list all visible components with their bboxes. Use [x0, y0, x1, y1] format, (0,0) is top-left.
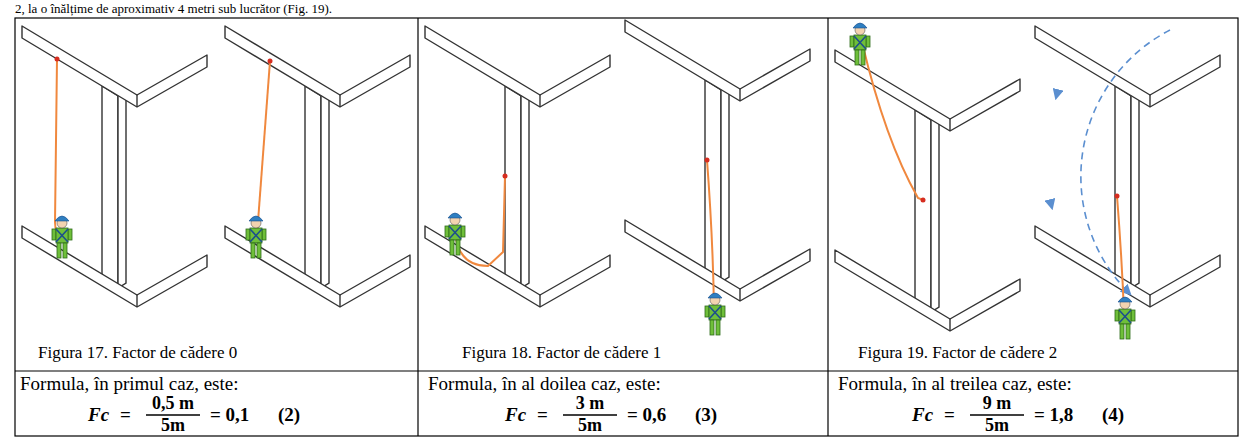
anchor-point: [268, 59, 273, 64]
anchor-point: [55, 57, 60, 62]
fall-arrow: [1056, 90, 1058, 98]
anchor-point: [705, 158, 710, 163]
building-corner: [22, 26, 207, 307]
fall-arrow: [1050, 200, 1052, 208]
body-text: 2, la o înălțime de aproximativ 4 metri …: [15, 1, 332, 16]
fraction-denominator: 5m: [578, 416, 602, 435]
formula-intro: Formula, în primul caz, este:: [20, 373, 238, 394]
rope: [55, 59, 62, 235]
building-corner: [225, 26, 410, 307]
anchor-point: [503, 174, 508, 179]
formula-result: = 1,8: [1034, 405, 1073, 425]
anchor-point: [921, 198, 926, 203]
fraction-numerator: 0,5 m: [152, 394, 194, 413]
formula-symbol: Fc: [88, 405, 109, 425]
rope: [455, 176, 505, 266]
worker-figure: [705, 293, 725, 335]
formula-intro: Formula, în al treilea caz, este:: [838, 373, 1072, 394]
building-corner: [425, 26, 610, 307]
equation-number: (2): [278, 405, 300, 425]
building-corner: [1035, 26, 1220, 307]
worker-figure: [52, 216, 72, 258]
fraction-numerator: 9 m: [983, 394, 1012, 413]
figure-caption: Figura 18. Factor de cădere 1: [462, 343, 661, 362]
rope: [257, 61, 270, 235]
equation-number: (4): [1102, 405, 1124, 425]
fraction-denominator: 5m: [161, 416, 185, 435]
formula-symbol: Fc: [505, 405, 526, 425]
formula-symbol: Fc: [912, 405, 933, 425]
formula-intro: Formula, în al doilea caz, este:: [428, 373, 661, 394]
worker-figure: [246, 216, 266, 258]
building-corner: [835, 50, 1020, 331]
equals-sign: =: [537, 405, 548, 425]
fall-trajectory: [1081, 30, 1170, 294]
worker-figure: [850, 23, 870, 65]
rope: [707, 160, 714, 310]
worker-figure: [1115, 297, 1135, 339]
building-corner: [625, 20, 810, 301]
figure-caption: Figura 19. Factor de cădere 2: [858, 343, 1057, 362]
figure-caption: Figura 17. Factor de cădere 0: [38, 343, 237, 362]
rope: [862, 42, 923, 200]
anchor-point: [1115, 194, 1120, 199]
formula-result: = 0,6: [627, 405, 666, 425]
fraction-numerator: 3 m: [576, 394, 605, 413]
table-grid: [15, 18, 1238, 436]
equals-sign: =: [120, 405, 131, 425]
worker-figure: [445, 213, 465, 255]
equation-number: (3): [695, 405, 717, 425]
equals-sign: =: [944, 405, 955, 425]
formula-result: = 0,1: [210, 405, 249, 425]
rope: [1117, 196, 1124, 314]
fraction-denominator: 5m: [985, 416, 1009, 435]
